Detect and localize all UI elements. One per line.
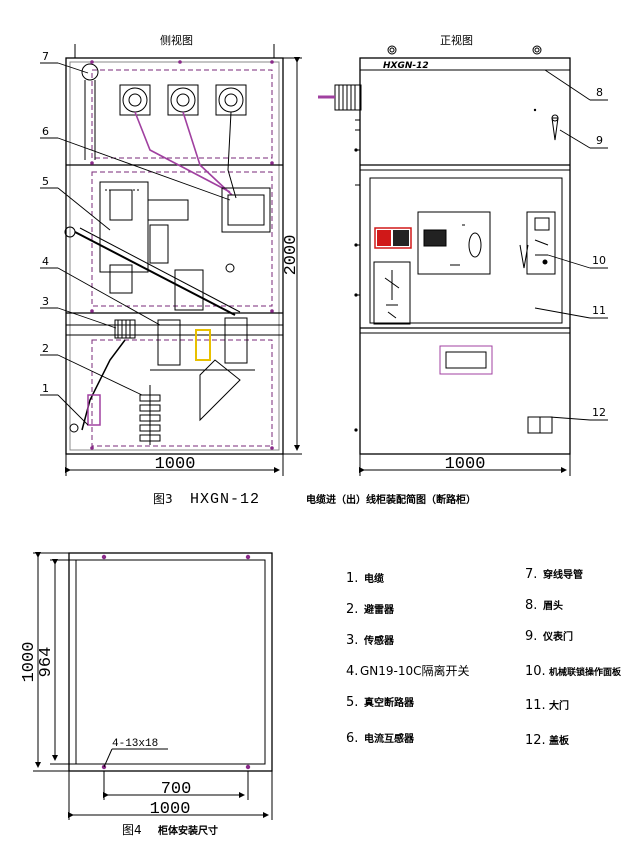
callout-7: 7 [42,50,49,63]
base-depth-outer: 1000 [20,642,39,683]
current-transformer [221,187,271,233]
base-plan: 4-13x18 1000 964 700 1000 [20,552,273,820]
legend: 1. 电缆 2. 避雷器 3. 传感器 4. GN19-10C隔离开关 5. 真… [346,567,622,748]
legend-item: 11. 大门 [525,698,569,713]
legend-text: 1. [346,571,358,586]
callout-8: 8 [596,86,603,99]
legend-text: 传感器 [363,634,395,647]
legend-item: 3. 传感器 [346,633,395,648]
legend-item: 12. 盖板 [525,733,570,748]
figure-4-caption: 图4 柜体安装尺寸 [122,823,218,837]
side-view-callouts: 7 6 5 4 3 2 1 [40,50,231,426]
vacuum-breaker [99,181,235,311]
callout-5: 5 [42,175,49,188]
legend-item: 8. 眉头 [525,598,563,613]
legend-text: 6. [346,731,358,746]
legend-text: 3. [346,633,358,648]
front-width-dimension: 1000 [445,455,486,474]
legend-text: 10. [525,664,546,679]
legend-item: 1. 电缆 [346,571,384,586]
legend-text: 真空断路器 [364,696,415,709]
front-view: 正视图 HXGN-12 [318,33,571,476]
hole-spec: 4-13x18 [112,738,158,750]
front-nameplate: HXGN-12 [383,61,429,71]
legend-text: 11. [525,698,546,713]
base-depth-inner: 964 [37,647,56,678]
callout-4: 4 [42,255,49,268]
legend-text: GN19-10C隔离开关 [360,663,470,678]
base-width-dimension: 1000 [150,800,191,819]
legend-item: 10. 机械联锁操作面板 [525,664,622,679]
legend-text: 眉头 [543,599,563,612]
legend-text: 避雷器 [363,603,395,616]
callout-3: 3 [42,295,49,308]
fig3-number: 图3 [153,492,173,506]
legend-text: 8. [525,598,537,613]
legend-item: 6. 电流互感器 [346,731,415,746]
fig4-description: 柜体安装尺寸 [157,824,218,837]
fig4-number: 图4 [122,823,142,837]
legend-item: 5. 真空断路器 [346,695,415,710]
legend-item: 9. 仪表门 [525,629,573,644]
callout-11: 11 [592,304,606,317]
side-view-title: 侧视图 [160,33,193,47]
legend-text: 5. [346,695,358,710]
surge-arrester [139,385,161,445]
legend-text: 电缆 [364,572,384,585]
legend-text: 仪表门 [542,630,573,643]
legend-text: 盖板 [549,734,570,747]
top-bushings [119,84,247,116]
legend-text: 电流互感器 [364,732,415,745]
legend-text: 穿线导管 [543,568,583,581]
fig3-model: HXGN-12 [190,491,260,508]
legend-item: 2. 避雷器 [346,602,395,617]
legend-text: 12. [525,733,546,748]
interlock-panel [519,211,556,275]
cable-gland [318,84,362,111]
front-view-title: 正视图 [440,33,473,47]
callout-6: 6 [42,125,49,138]
callout-12: 12 [592,406,606,419]
callout-2: 2 [42,342,49,355]
figure-3-caption: 图3 HXGN-12 电缆进（出）线柜装配简图（断路柜） [153,491,476,508]
disconnector [150,317,255,422]
legend-text: 7. [525,567,537,582]
side-width-dimension: 1000 [155,455,196,474]
front-view-callouts: 8 9 10 11 12 [534,69,608,421]
side-view: 侧视图 [64,33,302,476]
legend-text: 9. [525,629,537,644]
legend-text: 4. [346,664,358,679]
legend-item: 7. 穿线导管 [525,567,583,582]
callout-10: 10 [592,254,606,267]
callout-1: 1 [42,382,49,395]
sensor [114,319,136,339]
legend-text: 机械联锁操作面板 [549,666,622,678]
height-dimension: 2000 [282,235,301,276]
legend-item: 4. GN19-10C隔离开关 [346,663,470,679]
fig3-description: 电缆进（出）线柜装配简图（断路柜） [306,493,476,506]
legend-text: 大门 [549,699,569,712]
legend-text: 2. [346,602,358,617]
control-panel [417,211,491,275]
callout-9: 9 [596,134,603,147]
hole-span-dimension: 700 [161,780,192,799]
